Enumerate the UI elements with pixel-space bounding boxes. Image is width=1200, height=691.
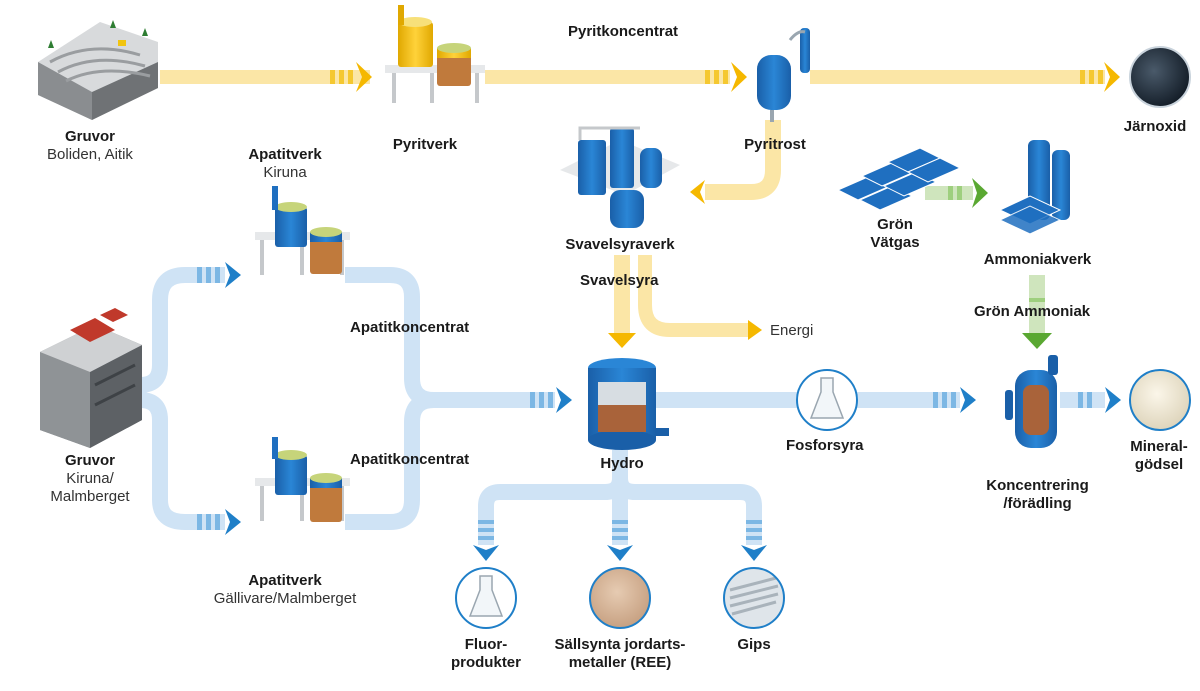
node-koncentrering: Koncentrering /förädling bbox=[975, 477, 1100, 513]
node-title: Apatitverk bbox=[248, 572, 322, 589]
jarnoxid-illustration bbox=[1129, 46, 1191, 108]
arrow-to-svavelsyraverk bbox=[690, 180, 705, 204]
blue-arrows bbox=[225, 262, 1121, 561]
node-gruvor-boliden: Gruvor Boliden, Aitik bbox=[20, 128, 160, 164]
flow-pyritrost-to-svavelsyraverk bbox=[705, 120, 781, 200]
fosforsyra-illustration bbox=[796, 369, 858, 431]
arrow-to-gips bbox=[741, 545, 767, 561]
flow-label-energi: Energi bbox=[770, 322, 814, 339]
arrow-to-apatitverk-gallivare bbox=[225, 509, 241, 535]
yellow-arrows bbox=[356, 62, 1120, 348]
arrow-to-pyritverk bbox=[356, 62, 372, 92]
node-pyritrost: Pyritrost bbox=[720, 136, 830, 154]
pyritverk-illustration bbox=[385, 5, 485, 103]
node-line-1: Mineral- bbox=[1130, 438, 1188, 455]
arrow-to-hydro bbox=[556, 387, 572, 413]
flow-label-gron-ammoniak: Grön Ammoniak bbox=[974, 303, 1091, 320]
arrow-to-koncentrering-green bbox=[1022, 333, 1052, 349]
node-apatitverk-gallivare: Apatitverk Gällivare/Malmberget bbox=[195, 572, 375, 608]
flow-ammoniakverk-to-koncentrering bbox=[1029, 275, 1045, 335]
apatitverk-gallivare-illustration bbox=[255, 437, 350, 522]
node-pyritverk: Pyritverk bbox=[370, 136, 480, 154]
flow-label-apatitkoncentrat-1: Apatitkoncentrat bbox=[350, 319, 470, 336]
node-title: Järnoxid bbox=[1123, 118, 1187, 135]
pyritrost-illustration bbox=[757, 28, 810, 122]
flow-label-svavelsyra: Svavelsyra bbox=[580, 272, 659, 289]
node-jarnoxid: Järnoxid bbox=[1110, 118, 1200, 136]
flow-svavelsyraverk-to-energi bbox=[638, 255, 748, 337]
node-gips: Gips bbox=[724, 636, 784, 654]
node-line-1: Fluor- bbox=[464, 636, 508, 653]
node-hydro: Hydro bbox=[582, 455, 662, 473]
node-ree: Sällsynta jordarts- metaller (REE) bbox=[540, 636, 700, 672]
gron-vatgas-illustration bbox=[836, 147, 962, 211]
node-fluorprodukter: Fluor- produkter bbox=[436, 636, 536, 672]
node-line-1: Sällsynta jordarts- bbox=[554, 636, 686, 653]
arrow-to-ree bbox=[607, 545, 633, 561]
node-ammoniakverk: Ammoniakverk bbox=[970, 251, 1105, 269]
node-title: Pyritrost bbox=[744, 136, 806, 153]
node-title: Hydro bbox=[600, 455, 644, 472]
node-line-2: produkter bbox=[450, 654, 521, 671]
node-line-1: Grön bbox=[877, 216, 913, 233]
koncentrering-illustration bbox=[1005, 355, 1058, 448]
node-title: Gruvor bbox=[64, 128, 115, 145]
flow-label-pyritkoncentrat: Pyritkoncentrat bbox=[568, 23, 679, 40]
node-subtitle: Kiruna bbox=[263, 164, 307, 181]
node-svavelsyraverk: Svavelsyraverk bbox=[550, 236, 690, 254]
underground-mine-illustration bbox=[40, 308, 142, 448]
flow-apatitverk-gallivare-out bbox=[345, 392, 435, 530]
flow-pyritverk-to-pyritrost bbox=[485, 70, 730, 84]
node-subtitle: Boliden, Aitik bbox=[47, 146, 133, 163]
node-title: Apatitverk bbox=[248, 146, 322, 163]
node-line-2: Vätgas bbox=[870, 234, 920, 251]
mineralgodsel-illustration bbox=[1129, 369, 1191, 431]
gips-illustration bbox=[723, 567, 785, 629]
arrow-to-fluor bbox=[473, 545, 499, 561]
node-gron-vatgas: Grön Vätgas bbox=[850, 216, 940, 252]
flow-gruvor-to-pyritverk bbox=[160, 70, 370, 84]
blue-dashes bbox=[197, 267, 1092, 540]
node-gruvor-kiruna: Gruvor Kiruna/ Malmberget bbox=[20, 452, 160, 506]
node-apatitverk-kiruna: Apatitverk Kiruna bbox=[225, 146, 345, 182]
fluorprodukter-illustration bbox=[455, 567, 517, 629]
arrow-to-apatitverk-kiruna bbox=[225, 262, 241, 288]
node-subtitle-2: Malmberget bbox=[50, 488, 130, 505]
arrow-to-mineralgodsel bbox=[1105, 387, 1121, 413]
hydro-illustration bbox=[588, 358, 669, 450]
node-subtitle: Gällivare/Malmberget bbox=[213, 590, 357, 607]
arrow-to-ammoniakverk bbox=[972, 178, 988, 208]
pyrite-flows bbox=[160, 70, 1105, 340]
open-pit-mine-illustration bbox=[38, 20, 158, 120]
node-title: Gruvor bbox=[64, 452, 115, 469]
arrow-to-hydro-svavelsyra bbox=[608, 333, 636, 348]
node-line-1: Koncentrering bbox=[986, 477, 1089, 494]
flow-pyritrost-to-jarnoxid bbox=[810, 70, 1105, 84]
apatitverk-kiruna-illustration bbox=[255, 186, 350, 275]
arrow-to-koncentrering bbox=[960, 387, 976, 413]
node-line-2: gödsel bbox=[1134, 456, 1184, 473]
node-line-2: /förädling bbox=[1003, 495, 1072, 512]
node-title: Ammoniakverk bbox=[983, 251, 1092, 268]
node-title: Svavelsyraverk bbox=[565, 236, 675, 253]
ammoniakverk-illustration bbox=[998, 140, 1070, 235]
flow-apatitverk-kiruna-out bbox=[345, 267, 555, 408]
node-title: Gips bbox=[737, 636, 771, 653]
arrow-to-pyritrost bbox=[731, 62, 747, 92]
node-line-2: metaller (REE) bbox=[568, 654, 672, 671]
node-subtitle-1: Kiruna/ bbox=[66, 470, 114, 487]
ree-illustration bbox=[589, 567, 651, 629]
node-title: Pyritverk bbox=[392, 136, 458, 153]
green-flows bbox=[925, 178, 1052, 349]
svavelsyraverk-illustration bbox=[560, 126, 680, 228]
flow-label-apatitkoncentrat-2: Apatitkoncentrat bbox=[350, 451, 470, 468]
arrow-to-jarnoxid bbox=[1104, 62, 1120, 92]
node-mineralgodsel: Mineral- gödsel bbox=[1118, 438, 1200, 474]
flow-gruvor-kiruna-split bbox=[139, 267, 225, 393]
flow-label-fosforsyra: Fosforsyra bbox=[786, 437, 864, 454]
arrow-to-energi bbox=[748, 320, 762, 340]
